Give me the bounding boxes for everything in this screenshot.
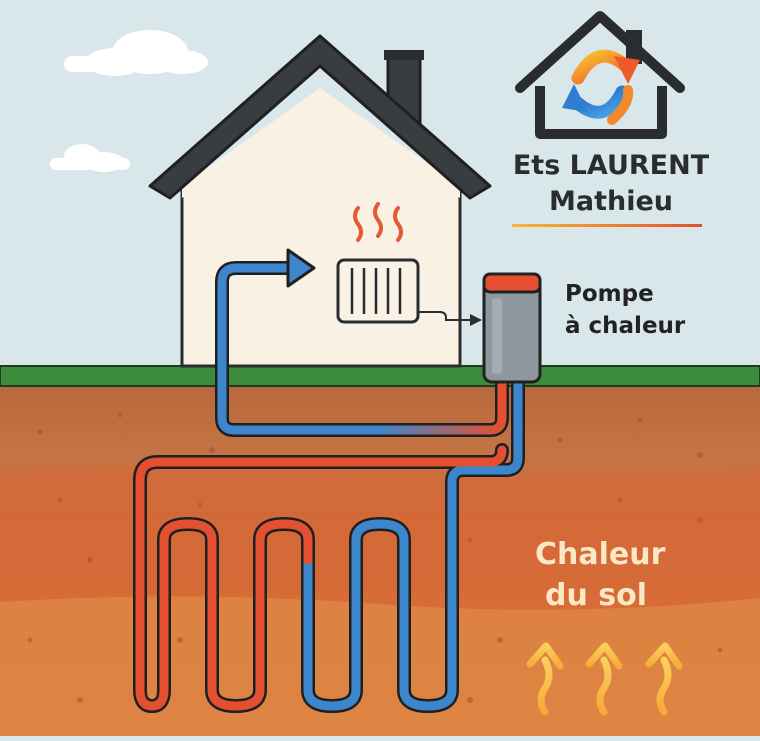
rising-heat-arrow-icon — [526, 642, 564, 716]
heat-pump-icon — [482, 272, 542, 384]
ground-heat-label-line2: du sol — [545, 578, 648, 613]
brand-name-line2: Mathieu — [548, 186, 673, 217]
cloud-icon — [64, 30, 208, 76]
rising-heat-arrow-icon — [585, 642, 623, 716]
heat-waves-icon — [353, 202, 403, 242]
radiator-icon — [336, 258, 482, 326]
pump-connection-pipe — [215, 380, 509, 437]
rising-heat-arrow-icon — [645, 642, 683, 716]
roof — [148, 34, 492, 200]
flow-arrow-icon — [286, 248, 316, 288]
cloud-icon — [50, 144, 130, 172]
heat-pump-label-line1: Pompe — [565, 281, 654, 307]
soil-layer-bottom — [0, 596, 760, 736]
ground-loop-pipe — [133, 373, 525, 713]
heat-pump-label-line2: à chaleur — [565, 313, 686, 339]
ground-heat-label-line1: Chaleur — [535, 537, 666, 572]
indoor-supply-pipe — [215, 248, 316, 397]
grass — [0, 365, 760, 387]
house-logo-icon — [515, 11, 685, 139]
brand-underline — [512, 224, 702, 227]
brand-name-line1: Ets LAURENT — [512, 150, 710, 181]
